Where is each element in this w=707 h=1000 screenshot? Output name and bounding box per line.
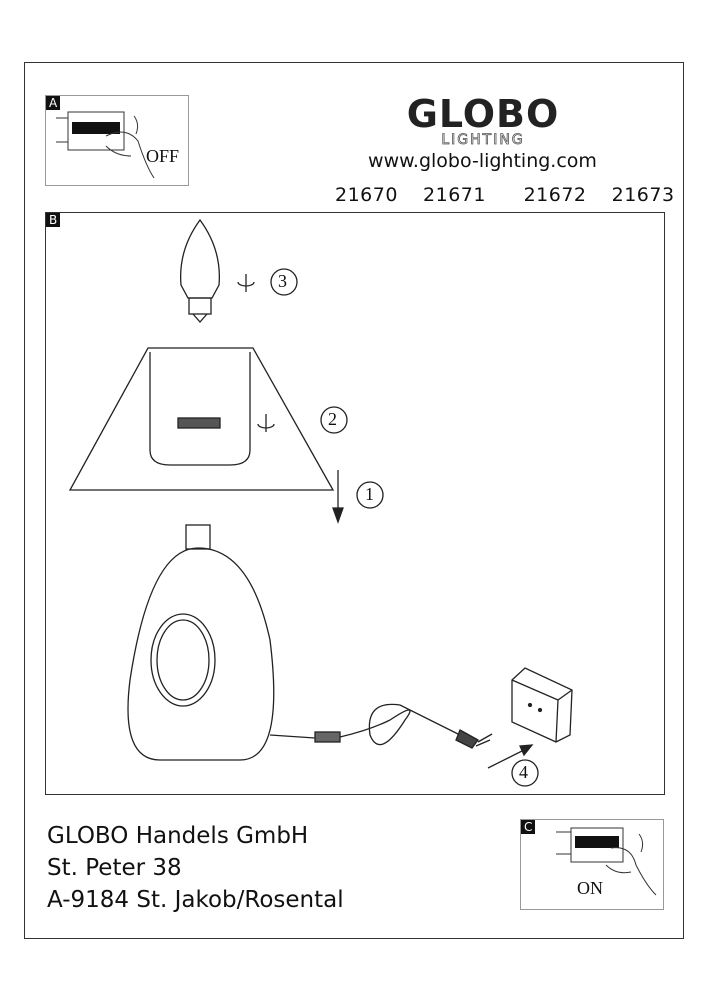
breaker-hand-icon — [556, 827, 657, 896]
plug-icon — [455, 729, 479, 749]
panel-c-switch-on: C ON — [520, 819, 664, 910]
breaker-hand-icon — [56, 111, 155, 179]
brand-logo: GLOBO — [406, 92, 560, 136]
city-address: A-9184 St. Jakob/Rosental — [47, 887, 344, 913]
street-address: St. Peter 38 — [47, 855, 182, 881]
step-3-number: 3 — [278, 271, 287, 291]
step-2-number: 2 — [328, 409, 337, 429]
lamp-shade-icon — [68, 347, 335, 491]
step-4-number: 4 — [519, 762, 528, 782]
off-label: OFF — [146, 146, 180, 166]
page-border — [24, 62, 684, 939]
model-numbers: 21670 21671 21672 21673 — [335, 184, 675, 206]
brand-subtitle: LIGHTING — [441, 132, 525, 149]
panel-a-tag: A — [46, 96, 61, 110]
on-label: ON — [577, 878, 603, 898]
panel-b-assembly: B — [45, 212, 665, 795]
lamp-base-icon — [127, 547, 275, 761]
company-name: GLOBO Handels GmbH — [47, 823, 309, 849]
panel-c-tag: C — [521, 820, 536, 834]
panel-b-tag: B — [46, 213, 61, 227]
step-1-number: 1 — [365, 484, 374, 504]
panel-a-switch-off: A OFF — [45, 95, 189, 186]
website-url: www.globo-lighting.com — [368, 150, 597, 172]
junction-box-icon — [511, 667, 573, 743]
candle-bulb-icon — [179, 218, 221, 299]
